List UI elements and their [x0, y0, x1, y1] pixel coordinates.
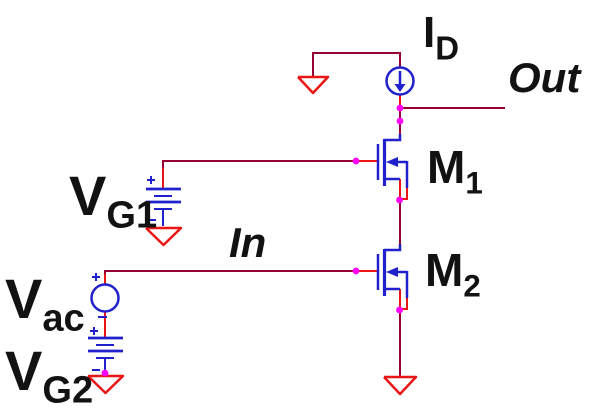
ground-triangle — [145, 226, 183, 247]
m2-drain-stub — [384, 244, 402, 252]
ground-symbol-top-left — [297, 75, 330, 95]
ground-triangle — [383, 375, 418, 396]
terminal-stubs — [104, 95, 401, 337]
nmos-m1-symbol — [376, 134, 409, 200]
nmos-m2-symbol — [376, 244, 409, 310]
label-vg2-sub: G2 — [42, 369, 94, 412]
label-id-sub: D — [435, 29, 460, 67]
current-source-symbol — [385, 66, 415, 96]
label-vac: Vac — [5, 271, 85, 338]
plus-sign — [90, 327, 98, 335]
label-out: Out — [508, 54, 581, 101]
ground-symbol-m2-source — [383, 375, 418, 396]
m1-body-arrowhead — [386, 157, 398, 167]
label-vac-main: V — [5, 267, 43, 330]
ground-symbol-vg2 — [87, 374, 125, 395]
ground-symbol-vg1 — [145, 226, 183, 247]
plus-sign — [147, 176, 155, 184]
junction-dot — [101, 369, 109, 377]
junction-dot — [396, 196, 403, 204]
wire-vac-to-m2-gate-in — [104, 270, 356, 274]
wire-top-ground-to-current-source — [312, 52, 401, 77]
label-m2: M2 — [425, 247, 481, 302]
label-vg1-main: V — [69, 164, 107, 227]
junction-dot — [396, 117, 404, 125]
wire-vg1-to-m1-gate — [162, 160, 356, 170]
current-source-circle — [385, 66, 415, 96]
battery-vg1-symbol — [146, 176, 181, 226]
junction-dot — [352, 267, 360, 275]
label-in: In — [229, 219, 267, 266]
m2-body-arrowhead — [386, 267, 398, 277]
junction-dot — [396, 104, 404, 112]
label-m1-sub: 1 — [465, 165, 483, 201]
label-vg1-sub: G1 — [106, 194, 158, 237]
vac-circle — [90, 283, 120, 313]
label-m2-sub: 2 — [463, 268, 481, 304]
ac-source-vac-symbol — [90, 273, 120, 318]
label-id-main: I — [423, 8, 436, 57]
ground-triangle — [297, 75, 330, 95]
wires — [104, 52, 505, 376]
plus-sign — [92, 273, 100, 281]
label-m1: M1 — [427, 144, 483, 199]
label-m2-main: M — [425, 244, 464, 296]
junction-dot — [352, 157, 360, 165]
current-source-arrowhead — [394, 84, 406, 92]
m1-drain-stub — [384, 134, 402, 142]
label-id: ID — [423, 11, 459, 65]
junction-dots — [101, 104, 404, 377]
label-m1-main: M — [427, 141, 466, 193]
label-vg1: VG1 — [69, 168, 157, 235]
ground-triangle — [87, 374, 125, 395]
junction-dot — [396, 306, 403, 314]
label-vg2: VG2 — [5, 343, 93, 410]
label-vg2-main: V — [5, 339, 43, 402]
label-vac-sub: ac — [42, 297, 85, 340]
